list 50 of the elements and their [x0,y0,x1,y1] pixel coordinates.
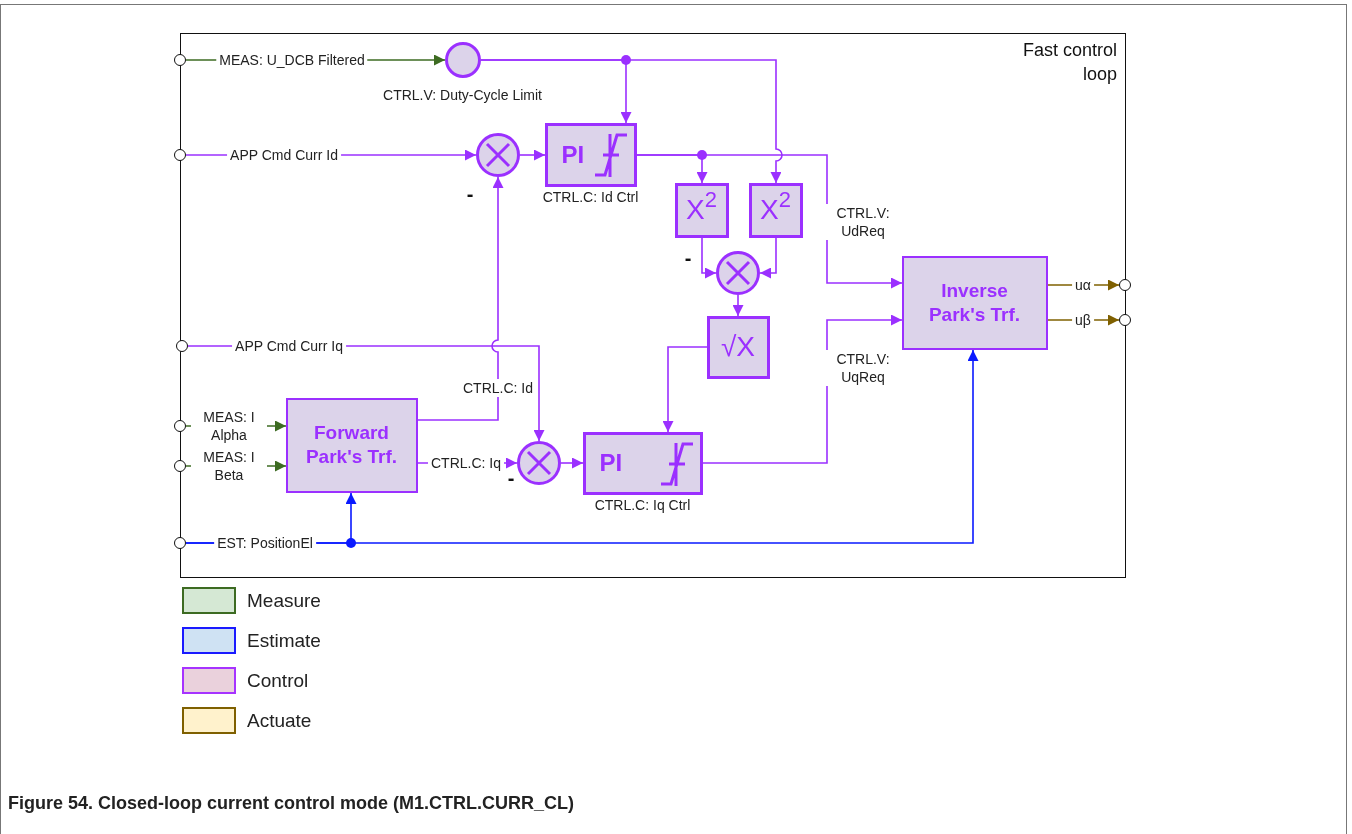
signal-arrow [662,346,708,433]
block-title: Inverse Park's Trf. [927,278,1022,327]
signal-arrow [636,154,903,289]
signal-label: MEAS: U_DCB Filtered [216,51,368,69]
legend-label: Estimate [247,629,321,652]
signal-label: APP Cmd Curr Iq [232,337,346,355]
signal-arrow [185,349,979,544]
minus-sign: - [466,182,474,206]
transform-block [901,255,1048,350]
function-block [748,182,803,238]
signal-arrow [701,237,717,279]
signal-arrow [519,149,546,161]
signal-arrow [702,314,903,464]
port-circle [174,537,186,549]
port-circle [1119,314,1131,326]
block-title: PI [599,449,623,477]
block-caption: CTRL.V: Duty-Cycle Limit [382,85,543,104]
signal-arrow [480,59,783,184]
signal-arrow [560,457,584,469]
minus-sign: - [507,466,515,490]
function-formula: X$^{2}$ [686,194,717,226]
legend-label: Control [247,669,309,692]
function-formula: √X [720,331,755,363]
port-circle [174,420,186,432]
signal-arrow [759,237,777,279]
function-block [706,315,770,379]
frame-title: Fast control loop [1021,39,1117,86]
block-caption: CTRL.C: Iq Ctrl [593,495,692,514]
minus-sign: - [684,246,692,270]
block-title: Forward Park's Trf. [304,421,399,469]
port-circle [174,149,186,161]
transform-block [285,397,418,493]
block-caption: CTRL.C: Id Ctrl [541,187,640,206]
function-block [674,182,729,238]
signal-arrow [732,294,744,317]
limit-circle [444,41,481,78]
legend-label: Actuate [247,709,312,732]
port-circle [1119,279,1131,291]
legend-label: Measure [247,589,321,612]
port-circle [174,460,186,472]
signal-label: uβ [1072,311,1094,329]
figure-caption: Figure 54. Closed-loop current control mode (M1.CTRL.CURR_CL) [8,793,575,814]
signal-arrow [417,176,504,421]
port-circle [174,54,186,66]
function-formula: X$^{2}$ [760,194,791,226]
port-circle [176,340,188,352]
pi-controller-block [544,122,637,187]
block-title: PI [561,140,585,169]
pi-controller-block [582,431,703,495]
signal-label: CTRL.C: Id [460,379,536,397]
